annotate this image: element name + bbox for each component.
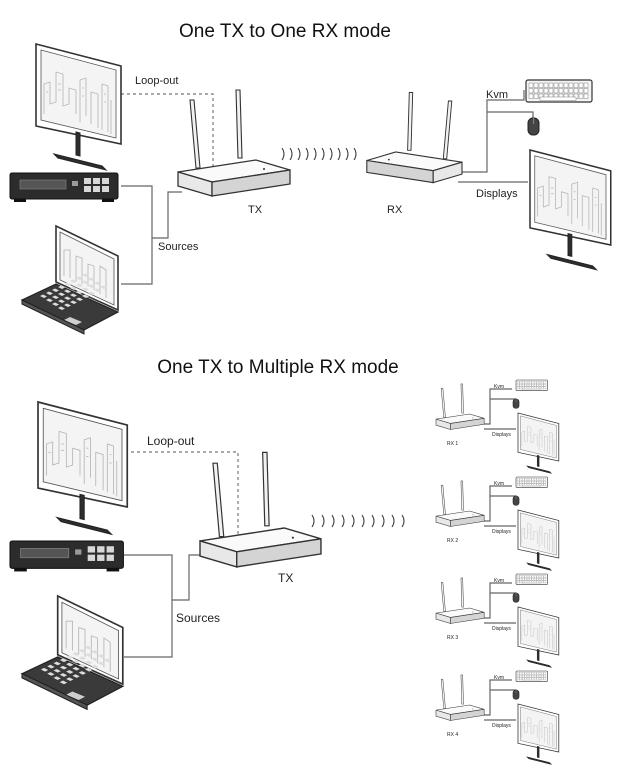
rx-4-kvm-label: Kvm xyxy=(494,675,504,681)
top-wireless-signal xyxy=(281,147,357,161)
top-tx-unit xyxy=(177,89,291,197)
rx-2-unit xyxy=(435,480,485,527)
rx-3-mouse xyxy=(512,592,520,603)
bottom-title: One TX to Multiple RX mode xyxy=(157,357,398,378)
rx-3-display xyxy=(517,606,560,668)
bottom-loop-out-label: Loop-out xyxy=(147,434,195,448)
rx-2-displays-label: Displays xyxy=(492,529,511,535)
rx-3-kvm-label: Kvm xyxy=(494,578,504,584)
top-laptop xyxy=(20,224,120,335)
top-rx-label: RX xyxy=(387,204,403,216)
top-keyboard xyxy=(525,79,593,103)
rx-4-unit xyxy=(435,674,485,721)
rx-4-keyboard xyxy=(515,670,548,682)
rx-4-display xyxy=(517,703,560,765)
receiver-unit-1: RX 1 Kvm Displays xyxy=(447,384,511,447)
rx-1-unit xyxy=(435,383,485,430)
rx-1-kvm-label: Kvm xyxy=(494,384,504,390)
receiver-unit-2: RX 2 Kvm Displays xyxy=(447,481,511,544)
rx-4-label: RX 4 xyxy=(447,732,458,738)
top-set-top-box xyxy=(9,172,119,202)
rx-1-keyboard xyxy=(515,379,548,391)
top-displays-label: Displays xyxy=(476,188,518,200)
receiver-unit-3: RX 3 Kvm Displays xyxy=(447,578,511,641)
receiver-unit-4: RX 4 Kvm Displays xyxy=(447,675,511,738)
top-mouse xyxy=(527,117,540,136)
rx-3-keyboard xyxy=(515,573,548,585)
diagram-artwork xyxy=(9,42,612,765)
bottom-tx-unit xyxy=(199,451,322,568)
rx-3-displays-label: Displays xyxy=(492,626,511,632)
rx-1-label: RX 1 xyxy=(447,441,458,447)
rx-2-kvm-label: Kvm xyxy=(494,481,504,487)
rx-2-label: RX 2 xyxy=(447,538,458,544)
rx-2-mouse xyxy=(512,495,520,506)
rx-4-mouse xyxy=(512,689,520,700)
rx-1-displays-label: Displays xyxy=(492,432,511,438)
bottom-loopout-monitor xyxy=(37,400,129,536)
top-loopout-monitor xyxy=(35,42,122,171)
top-loop-out-label: Loop-out xyxy=(135,75,178,87)
top-display-monitor xyxy=(529,149,612,271)
rx-3-label: RX 3 xyxy=(447,635,458,641)
rx-2-display xyxy=(517,509,560,571)
bottom-set-top-box xyxy=(9,540,124,572)
top-tx-label: TX xyxy=(248,204,263,216)
bottom-laptop xyxy=(20,594,125,711)
rx-1-mouse xyxy=(512,398,520,409)
rx-4-displays-label: Displays xyxy=(492,723,511,729)
rx-3-unit xyxy=(435,577,485,624)
rx-2-keyboard xyxy=(515,476,548,488)
bottom-tx-label: TX xyxy=(278,571,293,585)
top-title: One TX to One RX mode xyxy=(179,21,391,42)
top-rx-unit xyxy=(366,92,463,184)
rx-1-display xyxy=(517,412,560,474)
bottom-sources-label: Sources xyxy=(176,611,220,625)
bottom-wireless-signal xyxy=(311,514,405,528)
top-kvm-label: Kvm xyxy=(486,89,508,101)
top-sources-label: Sources xyxy=(158,241,199,253)
